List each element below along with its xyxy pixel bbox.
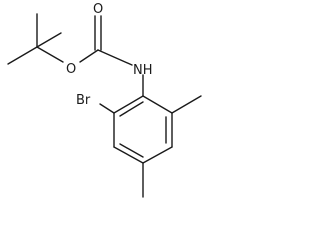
bond-tbu-to-oxygen [36, 46, 64, 63]
bond-tbu-methyl-right [36, 32, 62, 48]
bond-carbonyl-to-nitrogen [97, 49, 133, 66]
ring-bond-6 [113, 95, 144, 114]
ring-inner-double-1 [119, 101, 144, 117]
bond-ring-to-methyl-right [171, 95, 202, 114]
ring-inner-double-3 [119, 143, 144, 158]
ring-bond-4 [113, 146, 144, 164]
ring-bond-1 [142, 95, 173, 114]
atom-label-nh: NH [133, 63, 153, 78]
atom-label-carbonyl-oxygen: O [93, 2, 103, 17]
ring-bond-3 [142, 146, 173, 164]
bond-oxygen-to-carbonyl-carbon [79, 49, 99, 63]
structure-diagram: Br NH O O [7, 2, 202, 198]
molecule-svg: Br NH O O [7, 2, 202, 198]
bond-ring-to-bromine [99, 103, 115, 114]
atom-label-ester-oxygen: O [66, 62, 76, 77]
atom-label-bromine: Br [76, 93, 91, 108]
bond-tbu-methyl-left [7, 46, 38, 65]
